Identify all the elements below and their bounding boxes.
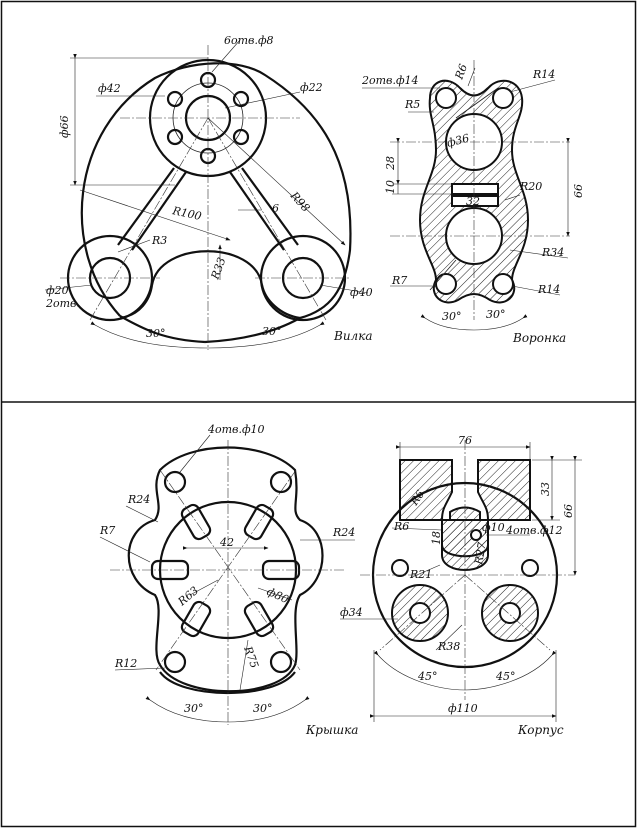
korpus-label-d18: 18 [430,531,443,545]
kryshka-label-r24-right: R24 [332,526,355,539]
korpus-label-r27: R27 [472,541,489,566]
korpus-label-a45-left: 45° [417,670,438,683]
korpus-drawing [340,440,582,722]
kryshka-label-r63: R63 [175,584,201,609]
korpus-label-d10: ф10 [482,521,505,534]
korpus-label-r6: R6 [393,520,409,533]
voronka-drawing [362,60,570,331]
korpus-label-r38: R38 [437,640,460,653]
vilka-label-r33: R33 [208,256,228,282]
korpus-label-d33: 33 [539,482,552,496]
voronka-label-d66: 66 [572,184,585,198]
voronka-label-r34: R34 [541,246,564,259]
vilka-label-holes6: 6отв.ф8 [224,34,274,47]
voronka-label-r14-bottom: R14 [537,283,560,296]
kryshka-caption: Крышка [305,723,358,737]
vilka-drawing [44,39,369,350]
vilka-label-r100: R100 [170,204,202,223]
vilka-label-r98: R98 [287,189,312,215]
kryshka-label-r24-left: R24 [127,493,150,506]
vilka-label-d42: ф42 [98,82,121,95]
vilka-caption: Вилка [333,329,373,343]
vilka-label-two-holes: 2отв. [45,297,80,310]
voronka-label-r7: R7 [391,274,407,287]
vilka-label-a30-right: 30° [262,325,282,338]
kryshka-label-a30-left: 30° [184,702,204,715]
voronka-label-a30-left: 30° [442,310,462,323]
voronka-label-a30-right: 30° [486,308,506,321]
kryshka-label-d42: 42 [219,536,234,549]
kryshka-label-a30-right: 30° [253,702,273,715]
korpus-label-a45-right: 45° [495,670,516,683]
voronka-label-r14-top: R14 [532,68,555,81]
korpus-label-r21: R21 [409,568,432,581]
vilka-label-r3: R3 [151,234,167,247]
vilka-label-d40: ф40 [350,286,373,299]
voronka-label-d10: 10 [384,180,397,194]
kryshka-label-r12: R12 [114,657,137,670]
kryshka-drawing [99,434,355,725]
voronka-label-d36: ф36 [445,131,470,149]
voronka-label-d28: 28 [384,156,397,171]
voronka-label-r20: R20 [519,180,542,193]
voronka-label-r6: R6 [452,62,470,82]
kryshka-label-holes4: 4отв.ф10 [207,423,265,436]
voronka-label-r5: R5 [404,98,420,111]
korpus-label-d76: 76 [458,434,472,447]
voronka-label-d32: 32 [466,195,480,208]
vilka-label-d20: ф20 [46,284,69,297]
voronka-caption: Воронка [512,331,566,345]
vilka-label-d66: ф66 [58,115,71,138]
voronka-label-two-holes-d14: 2отв.ф14 [361,74,419,87]
vilka-label-d22: ф22 [300,81,323,94]
kryshka-label-r7: R7 [99,524,115,537]
korpus-label-holes4: 4отв.ф12 [505,524,563,537]
korpus-label-d34: ф34 [340,606,363,619]
vilka-label-six: 6 [272,202,279,215]
korpus-caption: Корпус [517,723,564,737]
korpus-label-d110: ф110 [448,702,478,715]
vilka-label-a30-left: 30° [146,327,166,340]
korpus-label-d66: 66 [562,504,575,518]
